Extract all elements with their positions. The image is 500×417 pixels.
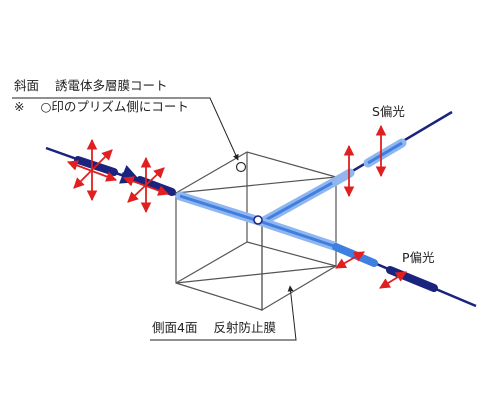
coating-description: 誘電体多層膜コート — [55, 78, 168, 93]
side-description: 反射防止膜 — [213, 320, 276, 335]
p-beam-segment — [386, 266, 438, 292]
coating-label: 斜面誘電体多層膜コート — [14, 78, 168, 93]
side-title: 側面4面 — [152, 320, 198, 335]
s-beam-segment — [331, 168, 355, 186]
polarization-arrows — [66, 124, 407, 289]
leader-lines — [12, 97, 297, 341]
incident-beam-chevron — [119, 165, 142, 184]
coating-title: 斜面 — [14, 78, 40, 93]
note-mark: ※ — [14, 99, 25, 114]
s-polarization-label: S偏光 — [372, 104, 405, 119]
side-label: 側面4面反射防止膜 — [152, 320, 276, 335]
coating-marker-circle — [235, 161, 247, 173]
p-beam-segment — [332, 243, 378, 267]
split-point — [253, 215, 263, 225]
p-polarization-label: P偏光 — [402, 250, 435, 265]
s-beam-segment-core — [367, 141, 403, 165]
prism-cube — [174, 151, 338, 312]
coating-note: ※ ○印のプリズム側にコート — [14, 99, 189, 114]
inner-p-beam-core — [261, 220, 335, 248]
note-text: ○印のプリズム側にコート — [40, 99, 189, 114]
inner-s-beam-core — [261, 180, 335, 224]
inner-beam-core — [179, 194, 263, 224]
